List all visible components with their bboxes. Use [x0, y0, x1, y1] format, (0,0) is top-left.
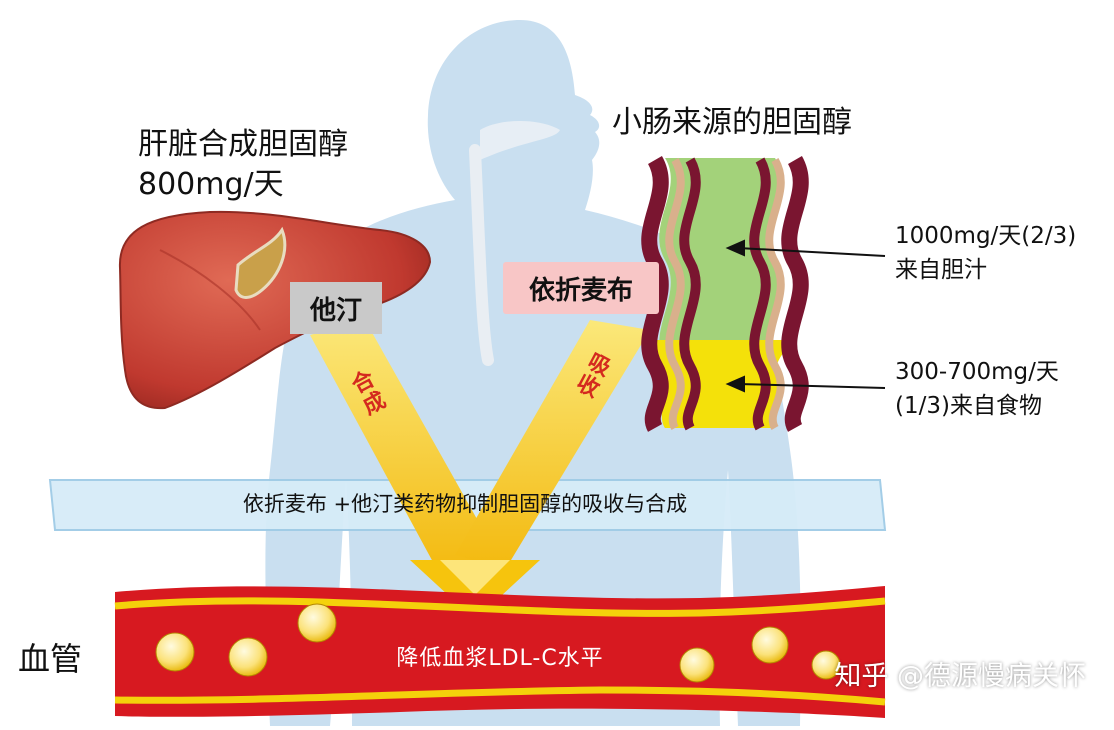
droplet [751, 626, 789, 664]
statin-box-bg [290, 282, 382, 334]
watermark: 知乎 @德源慢病关怀 [834, 661, 1086, 692]
droplet [811, 650, 841, 680]
bile-source: 来自胆汁 [895, 257, 987, 283]
intestine-pointers [725, 239, 886, 393]
intestine-title: 小肠来源的胆固醇 [612, 105, 852, 140]
statin-label: 他汀 [309, 295, 362, 326]
convergence-arrow [310, 320, 650, 620]
droplet [679, 647, 715, 683]
liver-amount: 800mg/天 [138, 167, 284, 202]
bile-amount: 1000mg/天(2/3) [895, 223, 1077, 249]
body-silhouette [265, 20, 801, 726]
vessel-label: 血管 [18, 640, 83, 678]
ezetimibe-box-bg [503, 262, 659, 314]
liver-illustration [118, 210, 432, 410]
droplet [228, 637, 268, 677]
ezetimibe-label: 依折麦布 [528, 275, 633, 306]
droplet [155, 632, 195, 672]
vessel-text: 降低血浆LDL-C水平 [396, 646, 604, 671]
droplet [297, 603, 337, 643]
intestine-illustration [641, 156, 809, 432]
cholesterol-droplets [155, 603, 841, 683]
food-amount: 300-700mg/天 [895, 359, 1059, 385]
food-source: (1/3)来自食物 [895, 393, 1042, 419]
liver-title: 肝脏合成胆固醇 [138, 127, 348, 162]
inhibition-text: 依折麦布 +他汀类药物抑制胆固醇的吸收与合成 [242, 492, 688, 516]
